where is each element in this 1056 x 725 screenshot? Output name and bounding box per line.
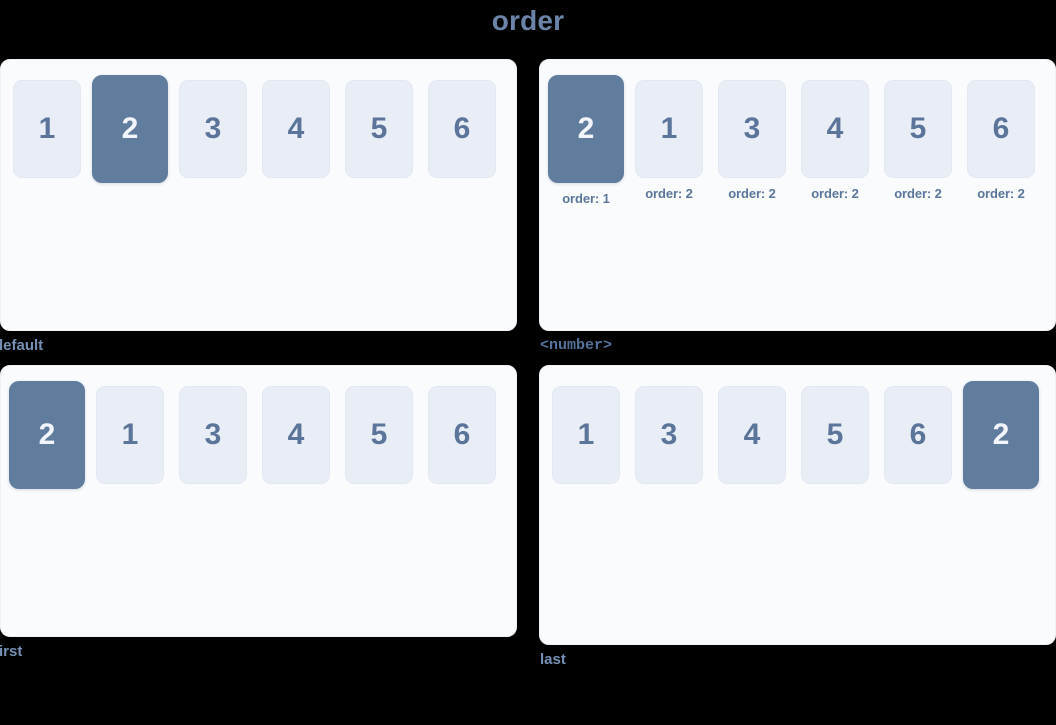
panel-label-default: default [0, 337, 44, 354]
order-item-wrapper: 5 order: 2 [884, 80, 952, 201]
order-item-wrapper: 3 order: 2 [718, 80, 786, 201]
order-item-wrapper: 1 [552, 386, 620, 484]
order-item[interactable]: 5 [884, 80, 952, 178]
order-item[interactable]: 4 [262, 80, 330, 178]
order-item[interactable]: 6 [428, 386, 496, 484]
order-item[interactable]: 6 [884, 386, 952, 484]
order-item[interactable]: 3 [179, 386, 247, 484]
panel-label-last: last [540, 651, 566, 668]
item-track-number: 2 order: 1 1 order: 2 3 order: 2 4 order: 2 5 ord… [540, 60, 1055, 206]
order-item-wrapper: 4 [718, 386, 786, 484]
order-item-wrapper: 6 [884, 386, 952, 484]
order-item-wrapper: 1 [96, 386, 164, 484]
order-item[interactable]: 3 [179, 80, 247, 178]
order-item-caption: order: 2 [977, 186, 1025, 201]
order-item[interactable]: 6 [428, 80, 496, 178]
order-item[interactable]: 5 [345, 386, 413, 484]
order-item[interactable]: 1 [552, 386, 620, 484]
order-item[interactable]: 5 [801, 386, 869, 484]
order-item-wrapper: 6 order: 2 [967, 80, 1035, 201]
page-title: order [491, 5, 565, 36]
order-item-wrapper: 5 [345, 80, 413, 178]
order-item-active[interactable]: 2 [92, 75, 168, 183]
order-item-active[interactable]: 2 [963, 381, 1039, 489]
order-item-wrapper: 5 [345, 386, 413, 484]
order-item[interactable]: 1 [13, 80, 81, 178]
order-item[interactable]: 1 [635, 80, 703, 178]
order-item-active[interactable]: 2 [548, 75, 624, 183]
order-item-wrapper: 2 [92, 75, 168, 183]
order-item[interactable]: 3 [635, 386, 703, 484]
order-item[interactable]: 4 [718, 386, 786, 484]
order-item-wrapper: 4 [262, 80, 330, 178]
order-item-caption: order: 2 [728, 186, 776, 201]
order-item-caption: order: 2 [894, 186, 942, 201]
order-item[interactable]: 5 [345, 80, 413, 178]
order-item[interactable]: 4 [262, 386, 330, 484]
order-item-wrapper: 2 [9, 381, 85, 489]
order-item-wrapper: 4 order: 2 [801, 80, 869, 201]
order-item-caption: order: 2 [811, 186, 859, 201]
order-item[interactable]: 6 [967, 80, 1035, 178]
order-item-active[interactable]: 2 [9, 381, 85, 489]
order-item-wrapper: 3 [179, 386, 247, 484]
order-item-wrapper: 4 [262, 386, 330, 484]
order-item-wrapper: 2 order: 1 [548, 75, 624, 206]
order-item-caption: order: 2 [645, 186, 693, 201]
order-item-wrapper: 6 [428, 386, 496, 484]
order-item[interactable]: 4 [801, 80, 869, 178]
panel-label-first: first [0, 643, 23, 660]
order-item-wrapper: 3 [179, 80, 247, 178]
order-item-wrapper: 2 [963, 381, 1039, 489]
order-item-wrapper: 1 [13, 80, 81, 178]
order-item[interactable]: 1 [96, 386, 164, 484]
order-item-wrapper: 3 [635, 386, 703, 484]
panel-label-number: <number> [540, 337, 613, 354]
demo-panel-number: 2 order: 1 1 order: 2 3 order: 2 4 order: 2 5 ord… [539, 59, 1056, 331]
order-item-wrapper: 1 order: 2 [635, 80, 703, 201]
demo-cell-number: 2 order: 1 1 order: 2 3 order: 2 4 order: 2 5 ord… [539, 59, 1056, 355]
order-item-wrapper: 5 [801, 386, 869, 484]
order-item-wrapper: 6 [428, 80, 496, 178]
order-item[interactable]: 3 [718, 80, 786, 178]
order-item-caption: order: 1 [562, 191, 610, 206]
